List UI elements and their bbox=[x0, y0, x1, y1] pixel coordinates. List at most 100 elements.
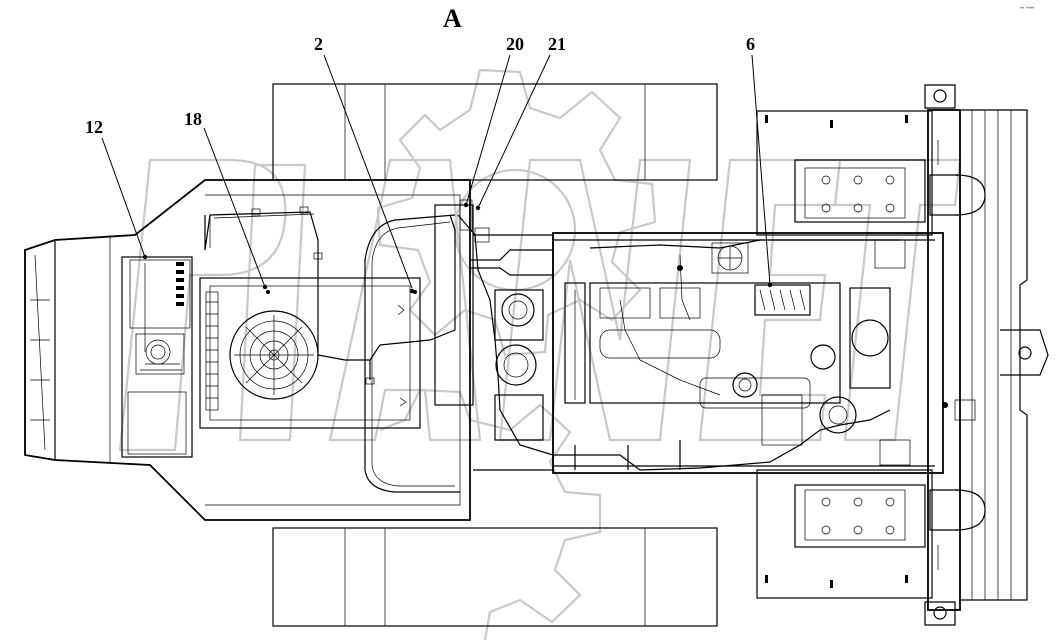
mid-box-lower bbox=[494, 394, 544, 441]
fan-icon bbox=[229, 310, 319, 400]
louver-slats bbox=[206, 301, 218, 399]
front-hood-outline bbox=[24, 179, 471, 521]
battery-upper-top bbox=[804, 167, 906, 219]
callout-20: 20 bbox=[506, 34, 524, 54]
battery-cap bbox=[853, 175, 863, 185]
engine-harness-upper bbox=[589, 239, 900, 249]
wire bbox=[679, 254, 691, 321]
counterweight-plates bbox=[971, 110, 1012, 600]
rear-box-upper bbox=[874, 239, 906, 269]
terminal-strip bbox=[140, 363, 182, 371]
battery-cap bbox=[853, 525, 863, 535]
leader-dot bbox=[463, 202, 469, 208]
hydraulic-port-lower bbox=[495, 344, 537, 386]
engine-block bbox=[589, 282, 841, 404]
port-inner bbox=[508, 300, 528, 320]
callout-12: 12 bbox=[85, 117, 103, 137]
engine-part bbox=[659, 287, 701, 319]
leader-dot bbox=[142, 254, 148, 260]
watermark-letter-e bbox=[698, 158, 842, 442]
flywheel bbox=[851, 319, 889, 357]
engine-harness-lower bbox=[553, 409, 891, 471]
watermark-letter-n bbox=[498, 158, 692, 442]
lower-track bbox=[272, 527, 718, 627]
engine-frame-rails bbox=[553, 239, 935, 467]
cab-inner-frame bbox=[205, 194, 461, 506]
rear-counterweight bbox=[924, 84, 1049, 626]
front-hood bbox=[24, 179, 471, 521]
bolt bbox=[905, 575, 908, 583]
callout-21: 21 bbox=[548, 34, 566, 54]
lamp-housing-lower bbox=[929, 489, 961, 531]
mount bbox=[399, 397, 407, 407]
intake-manifold bbox=[599, 329, 721, 359]
leader-20 bbox=[465, 54, 511, 206]
terminal bbox=[176, 262, 184, 266]
roof-panel-outer bbox=[199, 277, 421, 429]
point bbox=[942, 402, 948, 408]
connector bbox=[365, 377, 375, 385]
counterweight-outline bbox=[960, 109, 1028, 601]
mid-box-upper bbox=[494, 289, 544, 341]
control-panel-lower bbox=[127, 391, 187, 455]
harness-loop-inner bbox=[371, 221, 455, 487]
callout-18: 18 bbox=[184, 109, 202, 129]
terminal bbox=[176, 278, 184, 282]
pivot-post bbox=[434, 204, 474, 406]
terminal bbox=[176, 286, 184, 290]
battery-cap bbox=[821, 525, 831, 535]
battery-cap bbox=[885, 175, 895, 185]
junction bbox=[459, 199, 473, 231]
side-bracket bbox=[564, 282, 586, 404]
lift-eye-upper bbox=[924, 84, 956, 109]
terminal-pins bbox=[759, 289, 806, 311]
leader-dot bbox=[767, 282, 773, 288]
grille-line bbox=[34, 254, 46, 451]
engine-harness-mid bbox=[619, 299, 721, 396]
cab-roof-18 bbox=[199, 277, 421, 429]
battery-cap bbox=[821, 497, 831, 507]
mount bbox=[397, 304, 405, 316]
mid-harness bbox=[457, 214, 554, 456]
control-panel-12 bbox=[121, 256, 193, 458]
battery-cap bbox=[821, 175, 831, 185]
battery-cap bbox=[821, 203, 831, 213]
grille-slats bbox=[30, 299, 50, 421]
leader-lines bbox=[101, 54, 773, 294]
cab-wiring-2 bbox=[204, 206, 460, 493]
lift-eye-upper-hole bbox=[933, 89, 947, 103]
junction-small bbox=[474, 227, 490, 243]
starter bbox=[819, 396, 857, 434]
middle-frame bbox=[434, 199, 554, 471]
leader-6 bbox=[751, 54, 771, 286]
flywheel-housing bbox=[849, 287, 891, 389]
leader-dot bbox=[262, 284, 268, 290]
leader-dot bbox=[475, 205, 481, 211]
bolt bbox=[905, 115, 908, 123]
bolt bbox=[830, 120, 833, 128]
terminal bbox=[176, 270, 184, 274]
terminal bbox=[176, 294, 184, 298]
engine-part bbox=[599, 287, 651, 319]
callout-2: 2 bbox=[314, 34, 323, 54]
fan-hub-cross bbox=[718, 246, 742, 270]
point bbox=[266, 290, 270, 294]
watermark-letter-t bbox=[833, 158, 962, 442]
leader-2 bbox=[323, 54, 413, 289]
turbo bbox=[732, 372, 758, 398]
relay-circle-inner bbox=[150, 344, 166, 360]
watermark-letter-a bbox=[328, 158, 482, 442]
relay-circle bbox=[145, 339, 171, 365]
leader-dot bbox=[409, 288, 415, 294]
harness-loop bbox=[364, 214, 460, 493]
control-panel-box bbox=[121, 256, 193, 458]
battery-cap bbox=[885, 525, 895, 535]
watermark-letter-l bbox=[238, 163, 307, 442]
fuse-block bbox=[135, 333, 185, 375]
battery-tray-upper bbox=[756, 110, 933, 236]
clip bbox=[299, 206, 309, 214]
battery-cap bbox=[885, 203, 895, 213]
battery-lower-body bbox=[794, 484, 926, 548]
rear-bumper bbox=[927, 109, 961, 611]
